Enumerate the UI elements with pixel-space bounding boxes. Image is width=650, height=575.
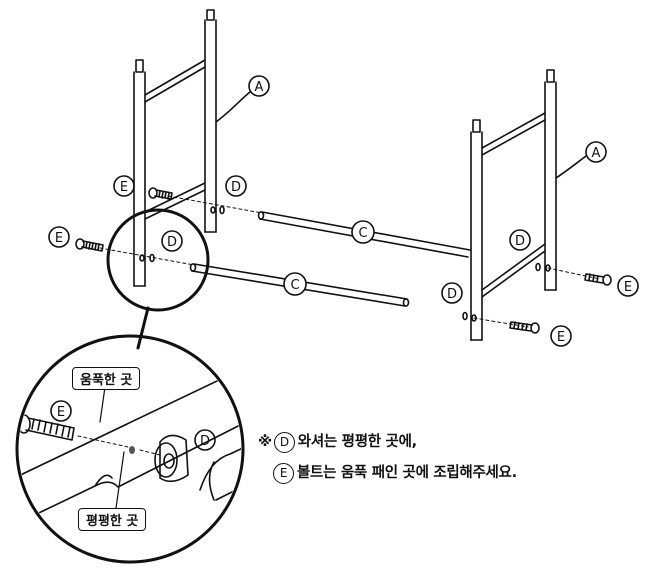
note-washer-d-icon: D	[273, 431, 295, 453]
label-e-upper-right: E	[617, 275, 639, 297]
svg-text:E: E	[557, 330, 565, 345]
svg-text:C: C	[290, 278, 299, 293]
magnifier-link	[136, 306, 150, 350]
label-e-lower-left: E	[48, 226, 70, 248]
svg-text:D: D	[200, 434, 210, 449]
label-a-left: A	[248, 75, 270, 97]
detail-circle	[15, 334, 245, 564]
label-d-upper-left: D	[225, 175, 247, 197]
svg-text:A: A	[592, 146, 601, 161]
label-c-front: C	[283, 272, 307, 296]
label-c-back: C	[351, 220, 375, 244]
recessed-spot-label: 움푹한 곳	[72, 367, 141, 390]
right-frame-a	[470, 69, 587, 341]
label-e-detail: E	[50, 400, 72, 422]
washer-d-marks	[149, 205, 541, 321]
svg-text:E: E	[120, 180, 128, 195]
svg-text:D: D	[515, 234, 525, 249]
label-e-upper-left: E	[113, 175, 135, 197]
left-frame-a	[133, 9, 251, 287]
label-d-lower-right: D	[441, 282, 463, 304]
circled-labels: A A C C D D D D	[48, 75, 639, 451]
note-line-2-text: 볼트는 움푹 패인 곳에 조립해주세요.	[297, 465, 517, 481]
label-d-upper-right: D	[509, 229, 531, 251]
note-line-1-text: 와셔는 평평한 곳에,	[297, 434, 417, 450]
flat-spot-label: 평평한 곳	[78, 508, 147, 531]
label-d-detail: D	[194, 429, 216, 451]
svg-text:D: D	[167, 235, 177, 250]
note-bolt-e-icon: E	[273, 462, 294, 484]
svg-text:D: D	[231, 180, 241, 195]
svg-text:D: D	[447, 287, 457, 302]
label-d-magnifier: D	[161, 230, 183, 252]
alignment-lines	[99, 195, 601, 328]
svg-text:A: A	[255, 80, 264, 95]
svg-text:E: E	[57, 405, 65, 420]
svg-text:C: C	[358, 226, 367, 241]
note-symbol: ※	[258, 434, 272, 450]
svg-text:E: E	[55, 231, 63, 246]
bolt-e-lower-left	[75, 238, 104, 252]
magnifier-small-circle	[106, 208, 210, 312]
bolt-e-lower-right	[509, 321, 540, 334]
label-e-lower-right: E	[550, 325, 572, 347]
label-a-right: A	[585, 141, 607, 163]
svg-text:E: E	[624, 280, 632, 295]
bolt-e-upper-left	[148, 187, 173, 200]
bolt-e-upper-right	[584, 273, 612, 286]
